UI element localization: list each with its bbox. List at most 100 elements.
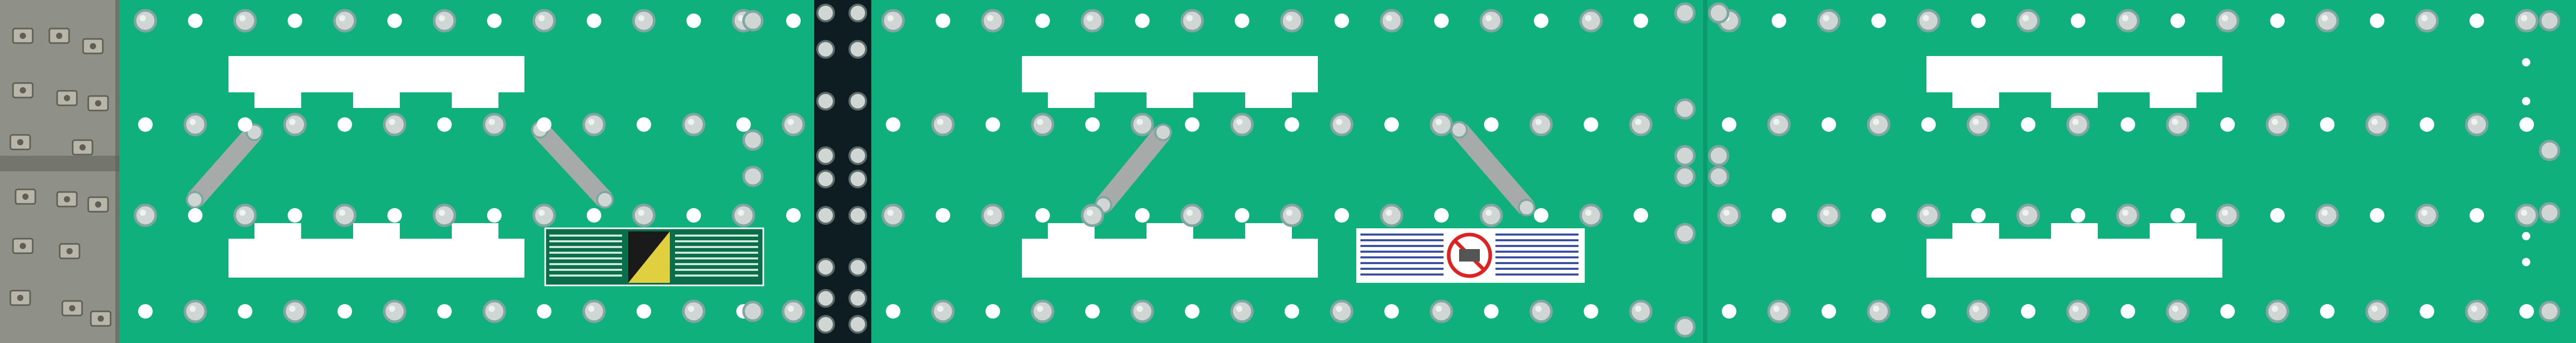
bolt-highlight [1773,119,1779,125]
label-text-line [1495,268,1579,270]
bolt [682,113,706,136]
bolt-highlight [2421,210,2427,216]
bracket-lug-hole [95,201,101,208]
bolt-head [1031,113,1055,136]
bolt-head [2166,113,2190,136]
bolt [848,146,867,165]
bolt-highlight [1037,119,1043,125]
bolt-highlight [1286,15,1292,21]
bolt [1917,9,1940,33]
hole [1334,13,1349,28]
bolt [1817,9,1841,33]
bolt [742,10,764,32]
bolt-highlight [1823,15,1829,21]
bolt-head [2415,203,2439,227]
hole [2470,208,2484,223]
slot-cutout [228,223,524,278]
bolt [2539,140,2560,161]
bolt-head [1280,203,1304,227]
bolt-head [781,299,805,323]
bolt-head [2066,113,2090,136]
bolt [1674,223,1696,244]
label-text-line [675,275,758,277]
bracket-lug-hole [95,100,101,106]
diagonal-strap [533,123,612,207]
bolt-head [2116,9,2140,33]
hole [288,208,302,223]
bolt [1917,203,1940,227]
bolt [1429,113,1453,136]
hole [138,304,153,319]
bolt [742,166,764,187]
bolt-head [1230,299,1254,323]
hole [1235,208,1249,223]
hole [1722,304,1736,319]
bracket-edge [115,0,119,343]
bolt-head [1081,9,1104,33]
hole [2270,208,2285,223]
bolt [1081,9,1104,33]
hole [437,117,452,132]
bolt-highlight [2471,306,2477,312]
bolt-head [133,203,157,227]
bolt-head [433,9,456,33]
hole [138,117,153,132]
bolt-highlight [140,210,146,216]
bolt-head [2415,9,2439,33]
bolt-head [1031,299,1055,323]
bolt-head [1767,113,1791,136]
bolt-highlight [538,210,545,216]
hole [736,117,751,132]
bolt [2016,9,2040,33]
bolt-head [2365,299,2389,323]
bolt [816,92,835,111]
slot-cutout [1926,56,2222,108]
bolt-highlight [588,306,595,312]
hole [2370,13,2384,28]
bolt [931,299,955,323]
bolt-head [383,113,407,136]
bracket-lug-hole [56,33,62,39]
hole [338,304,352,319]
bolt [1674,98,1696,120]
hole [1434,208,1449,223]
bracket-lug-hole [98,315,104,322]
bolt-highlight [2371,119,2378,125]
bolt [848,40,867,59]
bolt-head [233,203,257,227]
bolt-head [1130,299,1154,323]
hole [637,304,651,319]
bolt-head [2365,113,2389,136]
bolt-highlight [289,119,295,125]
bolt [1479,203,1503,227]
hole [686,13,701,28]
bolt [781,113,805,136]
bolt [2265,113,2289,136]
warning-label-center [1356,228,1585,283]
bolt [1966,113,1990,136]
bolt [2415,203,2439,227]
hole [686,208,701,223]
bracket-lug-hole [79,144,86,150]
bolt [2315,203,2339,227]
bolt [848,206,867,225]
hole [1434,13,1449,28]
bolt-head [383,299,407,323]
bolt [582,113,606,136]
bolt [1429,299,1453,323]
label-pictogram [628,231,670,283]
bolt-highlight [987,210,993,216]
hole [338,117,352,132]
label-text-line [675,257,758,259]
bolt [816,170,835,188]
bolt-head [2465,299,2489,323]
bolt-head [1579,9,1603,33]
bolt-head [2216,9,2240,33]
bolt [742,300,764,322]
dark-divider-bar [814,0,871,343]
bracket-lug-hole [64,196,70,202]
bolt-head [2315,203,2339,227]
bolt-highlight [2371,306,2378,312]
bolt-highlight [1336,306,1342,312]
